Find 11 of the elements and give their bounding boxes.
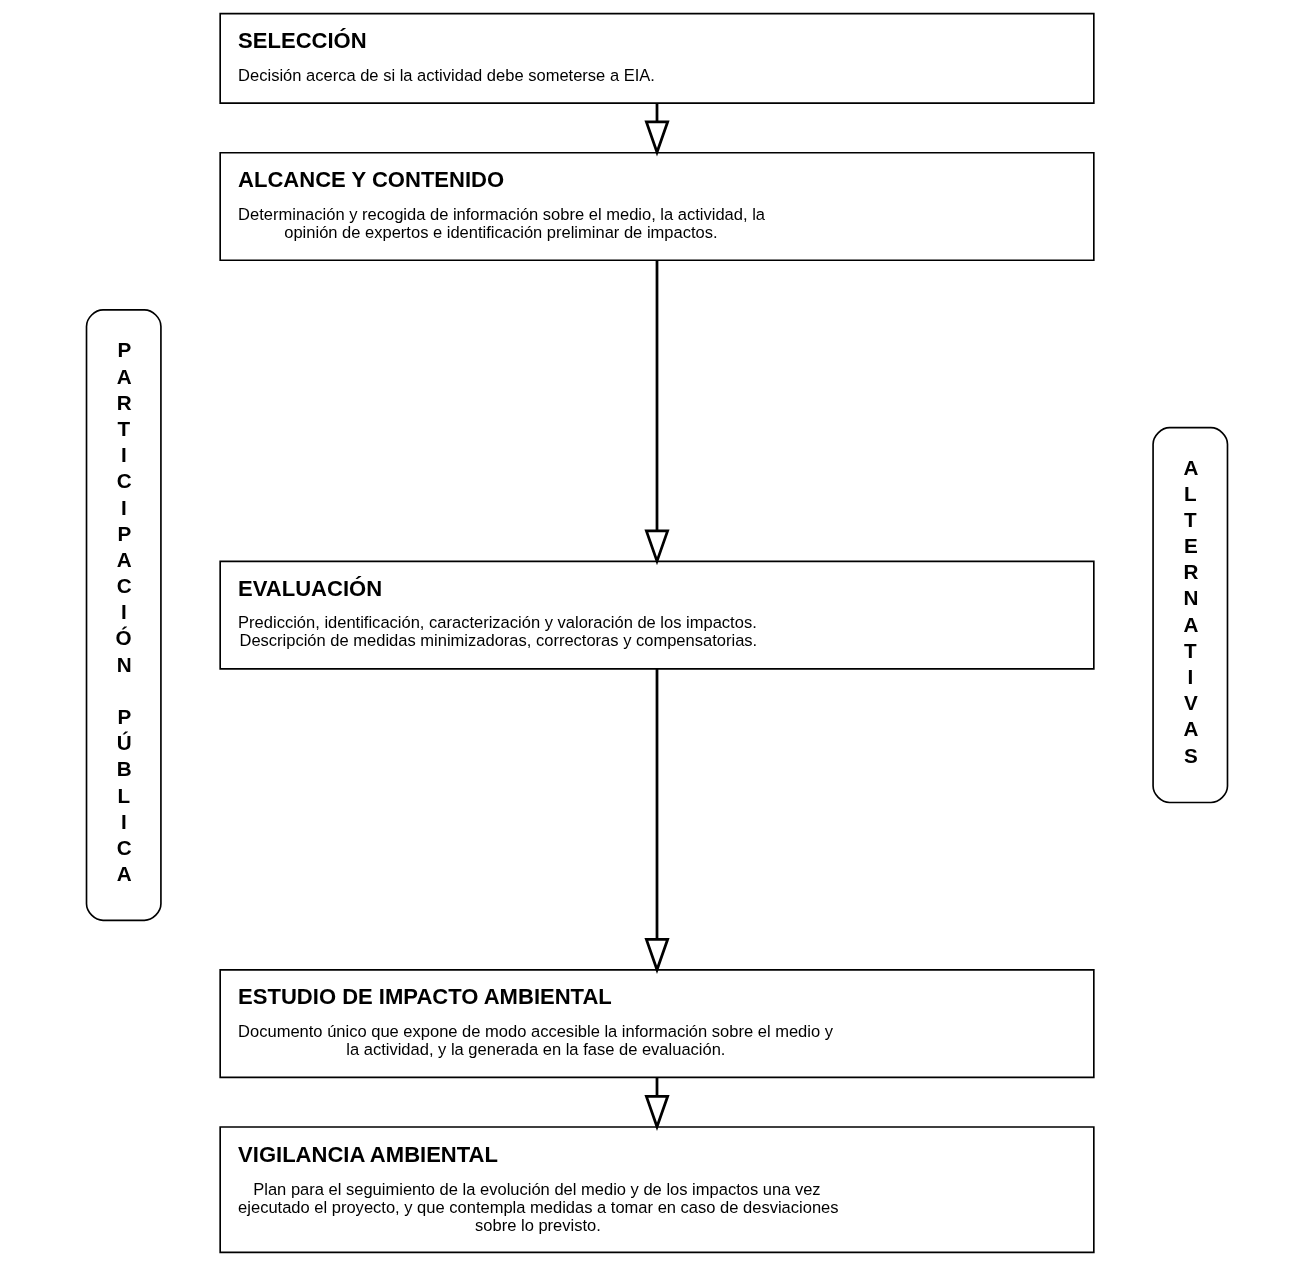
node-box: ALTERNATIVAS — [1152, 426, 1229, 804]
arrow — [644, 260, 670, 566]
node-box: EVALUACIÓN Predicción, identificación, caracterización y valoración de los impactos. Descripción de medidas minimizadoras, correctoras y compensatorias. — [219, 560, 1095, 670]
arrow — [644, 1077, 670, 1131]
arrow — [644, 103, 670, 157]
node-box: PARTICIPACIÓN PÚBLICA — [85, 309, 162, 922]
arrow — [644, 669, 670, 974]
node-box: ESTUDIO DE IMPACTO AMBIENTAL Documento único que expone de modo accesible la información sobre el medio y la actividad, y la generada en la fase de evaluación. — [219, 969, 1095, 1079]
node-box: SELECCIÓN Decisión acerca de si la actividad debe someterse a EIA. — [219, 12, 1095, 104]
node-box: VIGILANCIA AMBIENTAL Plan para el seguimiento de la evolución del medio y de los impactos una vez ejecutado el proyecto, y que contempla medidas a tomar en caso de desviaciones sobre lo previsto. — [219, 1126, 1095, 1254]
node-box: ALCANCE Y CONTENIDO Determinación y recogida de información sobre el medio, la actividad, la opinión de expertos e identificación preliminar de impactos. — [219, 151, 1095, 262]
